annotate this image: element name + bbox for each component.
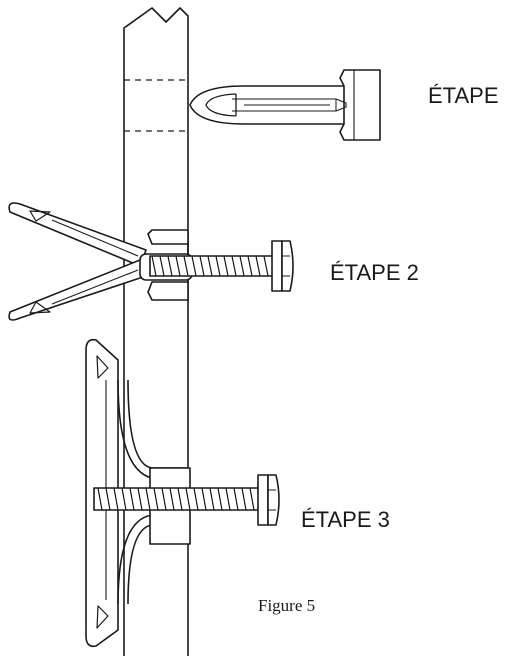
step-2-label: ÉTAPE 2 [330,260,419,285]
wall-panel [123,7,189,656]
step-1-label: ÉTAPE [428,83,499,108]
step-3-label: ÉTAPE 3 [301,507,390,532]
toggle-anchor-closed-icon [189,69,381,141]
figure-caption: Figure 5 [258,596,316,615]
toggle-anchor-set-icon [85,338,280,648]
toggle-anchor-spread-icon [8,202,294,321]
